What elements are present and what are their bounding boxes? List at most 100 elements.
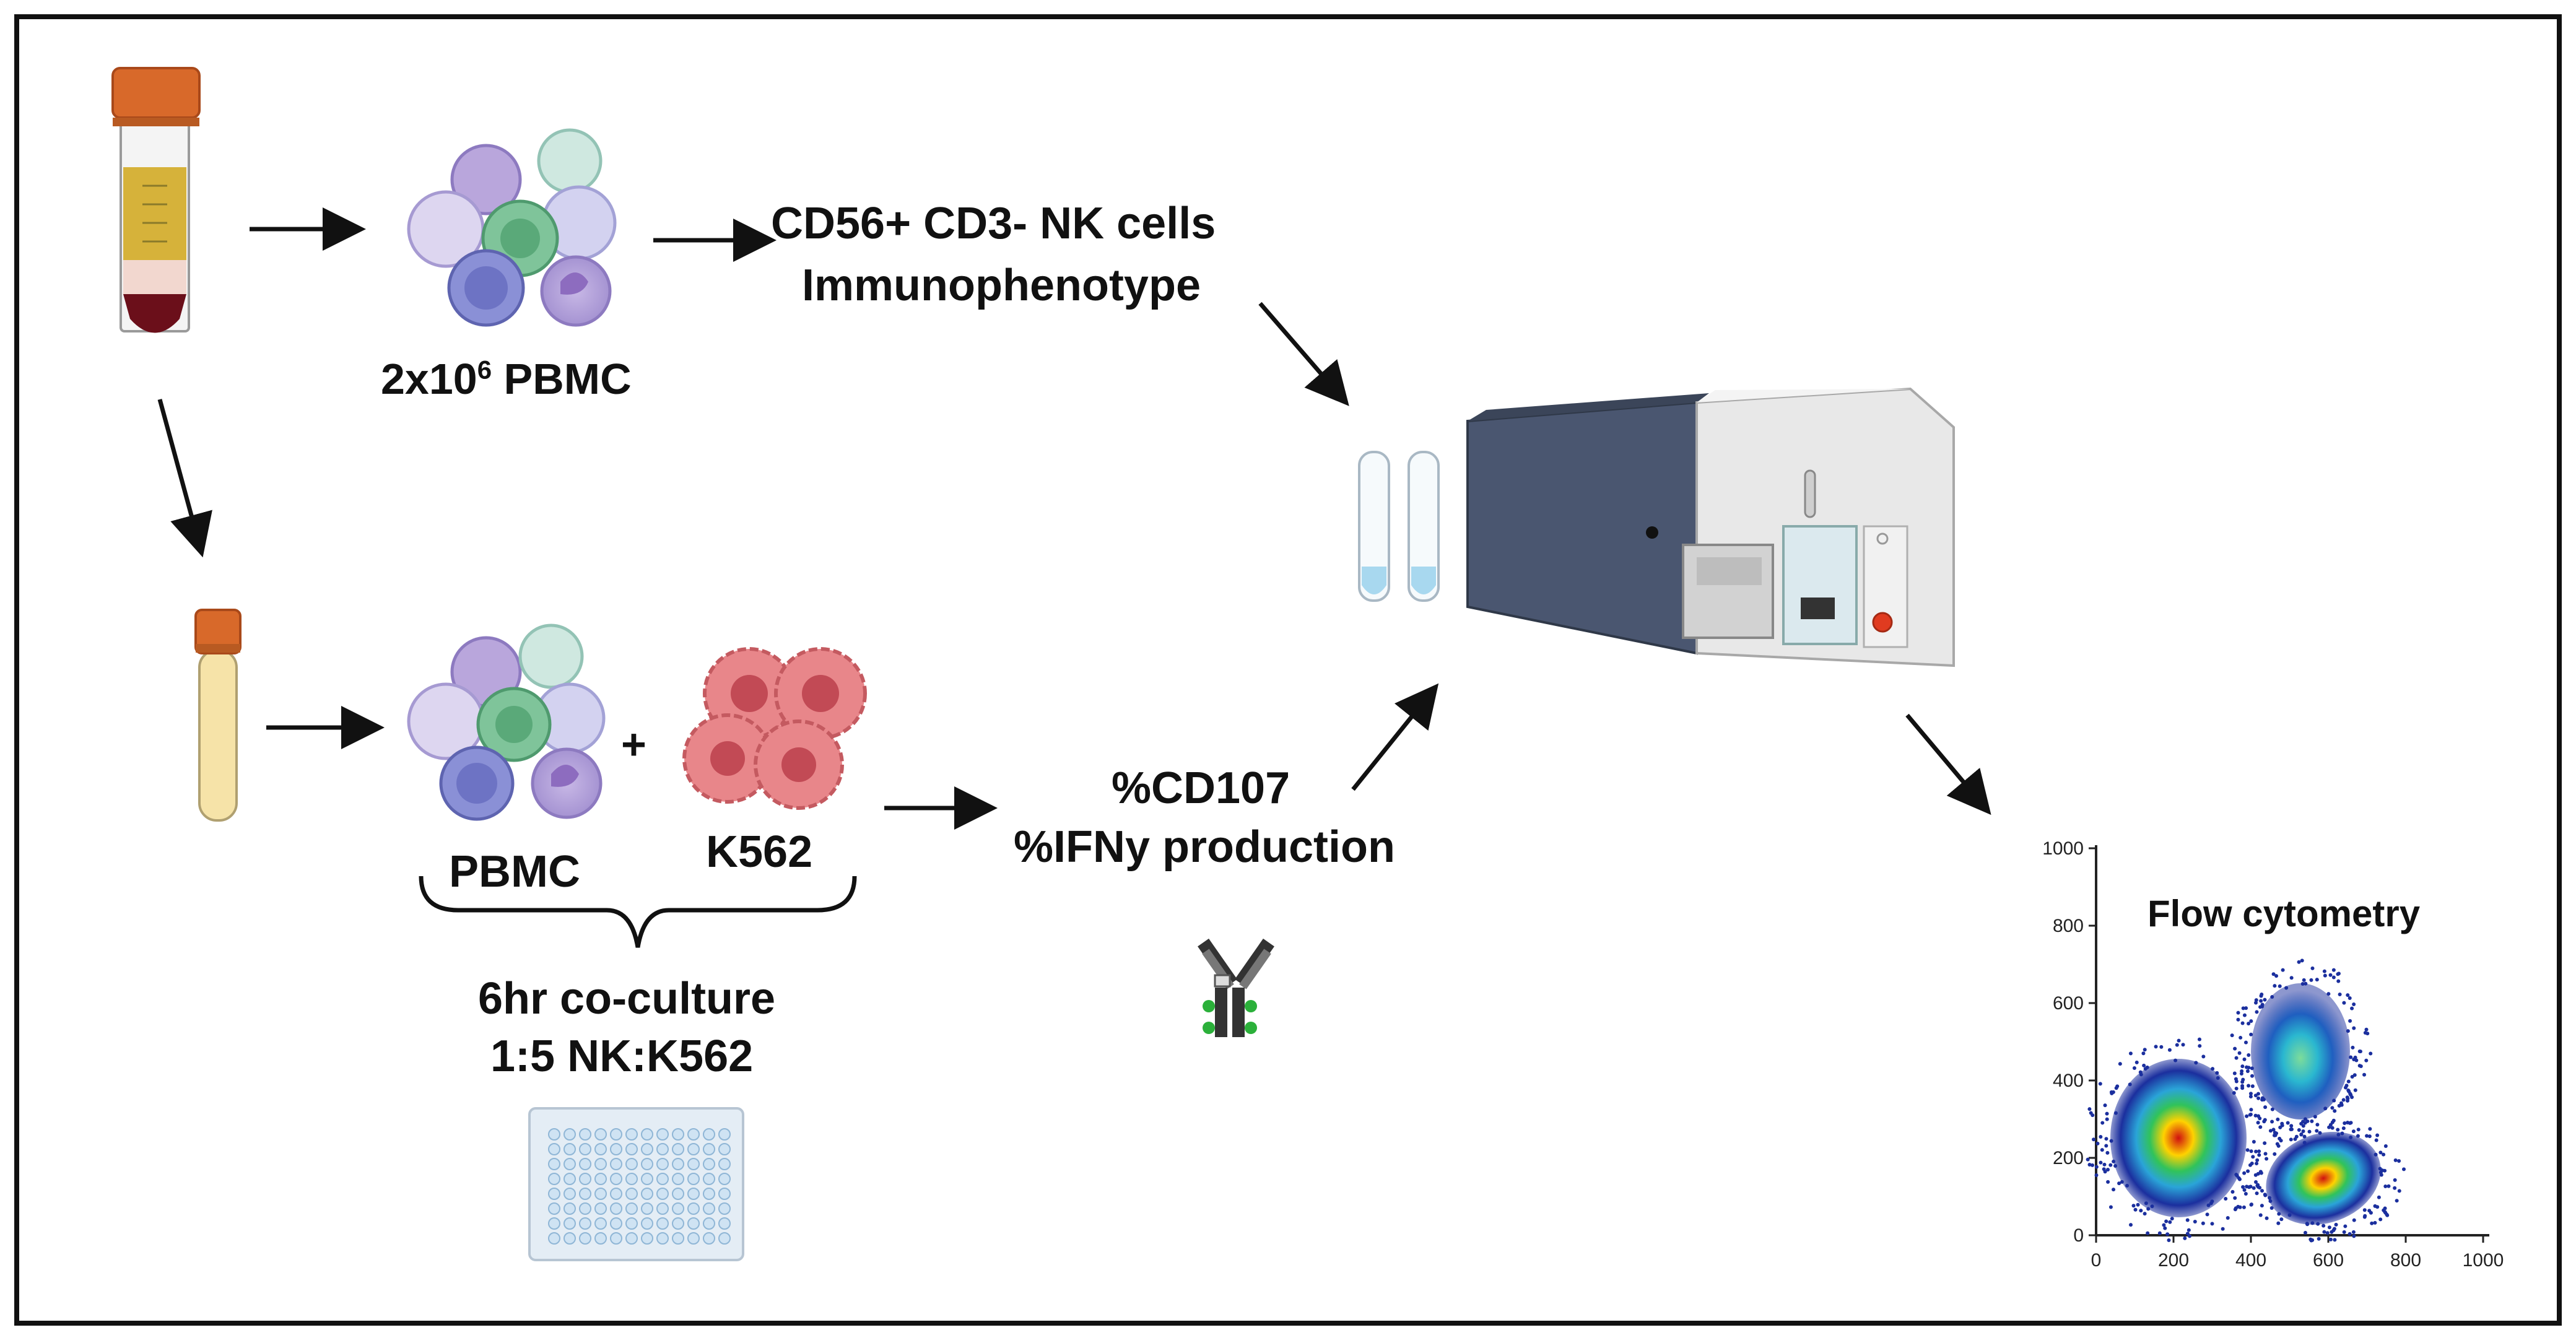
event-dot xyxy=(2236,1017,2240,1022)
event-dot xyxy=(2383,1184,2388,1188)
plate-well xyxy=(656,1188,669,1200)
event-dot xyxy=(2249,1202,2253,1207)
event-dot xyxy=(2112,1159,2116,1163)
event-dot xyxy=(2326,992,2331,996)
event-dot xyxy=(2224,1197,2228,1201)
event-dot xyxy=(2330,1106,2334,1110)
x-tick-label: 0 xyxy=(2091,1250,2102,1271)
event-dot xyxy=(2167,1238,2171,1242)
plate-well xyxy=(564,1232,576,1245)
event-dot xyxy=(2247,1022,2251,1026)
event-dot xyxy=(2369,1051,2373,1056)
event-dot xyxy=(2242,1057,2247,1061)
event-dot xyxy=(2197,1037,2201,1041)
plate-well xyxy=(718,1158,731,1170)
plate-well xyxy=(703,1128,715,1141)
event-dot xyxy=(2274,974,2279,978)
event-dot xyxy=(2174,1058,2178,1063)
event-dot xyxy=(2117,1181,2121,1186)
event-dot xyxy=(2278,1125,2282,1129)
event-dot xyxy=(2249,1149,2253,1154)
event-dot xyxy=(2341,1098,2346,1102)
event-dot xyxy=(2310,966,2315,970)
event-dot xyxy=(2248,1184,2253,1189)
plate-well xyxy=(548,1188,560,1200)
event-dot xyxy=(2253,1180,2258,1184)
event-dot xyxy=(2277,1212,2281,1216)
event-dot xyxy=(2263,1193,2268,1197)
plate-well xyxy=(687,1128,700,1141)
event-dot xyxy=(2241,1185,2245,1189)
plate-well xyxy=(579,1232,591,1245)
event-dot xyxy=(2102,1162,2107,1167)
event-dot xyxy=(2257,1149,2261,1154)
event-dot xyxy=(2250,1066,2254,1071)
plate-well xyxy=(687,1202,700,1215)
event-dot xyxy=(2276,1117,2280,1121)
event-dot xyxy=(2353,1088,2357,1092)
event-dot xyxy=(2378,1150,2383,1155)
event-dot xyxy=(2279,1217,2284,1222)
event-dot xyxy=(2113,1111,2118,1115)
event-dot xyxy=(2318,1131,2322,1135)
plate-well xyxy=(641,1202,653,1215)
event-dot xyxy=(2263,997,2267,1002)
event-dot xyxy=(2240,1069,2244,1073)
event-dot xyxy=(2377,1195,2381,1199)
x-tick-label: 800 xyxy=(2390,1250,2421,1271)
plate-well xyxy=(564,1188,576,1200)
event-dot xyxy=(2303,1117,2307,1121)
event-dot xyxy=(2281,968,2285,972)
event-dot xyxy=(2357,1050,2362,1054)
plate-well xyxy=(672,1158,684,1170)
sample-tubes-icon xyxy=(1358,451,1440,602)
plate-well xyxy=(672,1202,684,1215)
event-dot xyxy=(2352,1058,2356,1062)
y-tick-label: 600 xyxy=(2053,993,2084,1014)
event-dot xyxy=(2253,1093,2258,1098)
event-dot xyxy=(2089,1111,2093,1115)
event-dot xyxy=(2286,1121,2290,1125)
flow-arrows xyxy=(157,207,1991,830)
ifn-label: %IFNy production xyxy=(1014,822,1395,872)
plate-well xyxy=(594,1202,607,1215)
event-dot xyxy=(2385,1213,2390,1217)
event-dot xyxy=(2250,1084,2255,1089)
antibody-icon xyxy=(1198,938,1274,1037)
event-dot xyxy=(2201,1054,2206,1059)
event-dot xyxy=(2215,1071,2219,1075)
event-dot xyxy=(2245,1114,2249,1118)
plate-well xyxy=(641,1188,653,1200)
event-dot xyxy=(2098,1082,2102,1086)
plate-well xyxy=(610,1217,622,1230)
event-dot xyxy=(2271,972,2276,976)
event-dot xyxy=(2230,1189,2235,1194)
pbmc-cells-icon-top xyxy=(407,128,617,327)
event-dot xyxy=(2240,1064,2245,1069)
event-dot xyxy=(2346,993,2350,997)
plate-well xyxy=(548,1158,560,1170)
event-dot xyxy=(2375,1205,2380,1209)
plate-well xyxy=(656,1143,669,1155)
event-dot xyxy=(2397,1158,2401,1163)
event-dot xyxy=(2265,1216,2269,1220)
event-dot xyxy=(2255,1158,2260,1162)
plate-well xyxy=(610,1173,622,1185)
event-dot xyxy=(2242,1188,2247,1192)
flow-cytometry-title: Flow cytometry xyxy=(2147,893,2421,934)
plate-well xyxy=(656,1158,669,1170)
event-dot xyxy=(2240,1086,2245,1090)
event-dot xyxy=(2252,1186,2256,1190)
y-tick-label: 400 xyxy=(2053,1071,2084,1091)
event-dot xyxy=(2108,1163,2113,1167)
plate-well xyxy=(548,1143,560,1155)
event-dot xyxy=(2356,1128,2361,1132)
event-dot xyxy=(2216,1076,2220,1080)
event-dot xyxy=(2263,1141,2267,1145)
event-dot xyxy=(2359,1064,2363,1069)
event-dot xyxy=(2273,984,2277,988)
event-dot xyxy=(2159,1045,2164,1049)
arrow-immunophenotype-to-cytometer xyxy=(1258,302,1349,406)
plate-well xyxy=(718,1232,731,1245)
x-tick-label: 200 xyxy=(2158,1250,2189,1271)
